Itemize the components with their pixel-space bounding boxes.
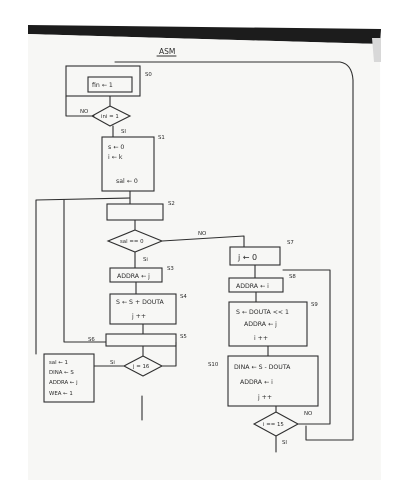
state-s9-line-3: i ++: [254, 335, 268, 342]
ini-yes-label: SI: [121, 129, 126, 135]
state-s8-line-1: ADDRA ← i: [236, 283, 269, 290]
decision-j-text: j = 16: [132, 364, 150, 370]
sal-no-label: NO: [198, 231, 206, 237]
sal-yes-label: Si: [143, 257, 148, 263]
state-s0-label: S0: [145, 72, 152, 78]
state-s2-label: S2: [168, 201, 175, 207]
j-no-line: [161, 341, 177, 367]
state-s1-box: [101, 136, 155, 192]
decision-sal-text: sal == 0: [120, 239, 144, 245]
decision-j: [122, 355, 164, 377]
state-s10-line-3: j ++: [257, 394, 272, 401]
i-no-label: NO: [304, 411, 312, 417]
outer-loop-line: [114, 61, 354, 441]
state-s0-line-1: fin ← 1: [92, 82, 113, 89]
state-s3-label: S3: [167, 266, 174, 272]
state-s10-line-1: DINA ← S - DOUTA: [234, 364, 291, 371]
state-s9-line-2: ADDRA ← j: [244, 321, 277, 328]
state-s6-line-3: ADDRA ← j: [49, 380, 78, 386]
state-s6-line-1: sal ← 1: [49, 360, 68, 366]
state-s10-line-2: ADDRA ← i: [240, 379, 273, 386]
state-s0-box: [65, 65, 141, 97]
state-s8-label: S8: [289, 274, 296, 280]
paper-curl: [372, 38, 381, 62]
left-loop-outer: [35, 190, 131, 355]
state-s3-line-1: ADDRA ← j: [117, 273, 150, 280]
decision-i-text: i == 15: [263, 422, 284, 428]
state-s4-line-1: S ← S + DOUTA: [116, 299, 165, 306]
state-s1-line-1: s ← 0: [108, 144, 124, 151]
state-s10-label: S10: [208, 362, 219, 368]
state-s6-label: S6: [88, 337, 95, 343]
state-s7-line-1: j ← 0: [237, 253, 257, 262]
state-s1-line-3: sal ← 0: [116, 178, 138, 185]
no-loop-s0: [65, 95, 95, 117]
state-s4-label: S4: [180, 294, 187, 300]
state-s6-line-2: DINA ← S: [49, 370, 74, 376]
sal-no-line: [161, 235, 245, 248]
state-s9-label: S9: [311, 302, 318, 308]
state-s10-box: [227, 355, 319, 407]
i-yes-label: SI: [282, 440, 287, 446]
state-s1-line-2: i ← k: [108, 154, 123, 161]
diagram-title: ASM: [159, 47, 175, 56]
state-s7-label: S7: [287, 240, 294, 246]
state-s1-label: S1: [158, 135, 165, 141]
ini-no-label: NO: [80, 109, 88, 115]
state-s4-line-2: j ++: [131, 313, 146, 320]
state-s6-line-4: WEA ← 1: [49, 391, 73, 397]
dark-top-band: [28, 25, 381, 44]
state-s6-box: [43, 353, 95, 403]
i-no-line: [282, 269, 331, 425]
state-s5-label: S5: [180, 334, 187, 340]
left-loop-inner: [63, 199, 107, 343]
decision-ini: [90, 105, 132, 127]
state-s0-inner: [87, 76, 133, 93]
state-s9-line-1: S ← DOUTA << 1: [236, 309, 289, 316]
decision-ini-text: ini = 1: [101, 114, 119, 120]
state-s5-box: [105, 333, 177, 347]
j-yes-label: Si: [110, 360, 115, 366]
paper-sheet: [28, 34, 381, 484]
